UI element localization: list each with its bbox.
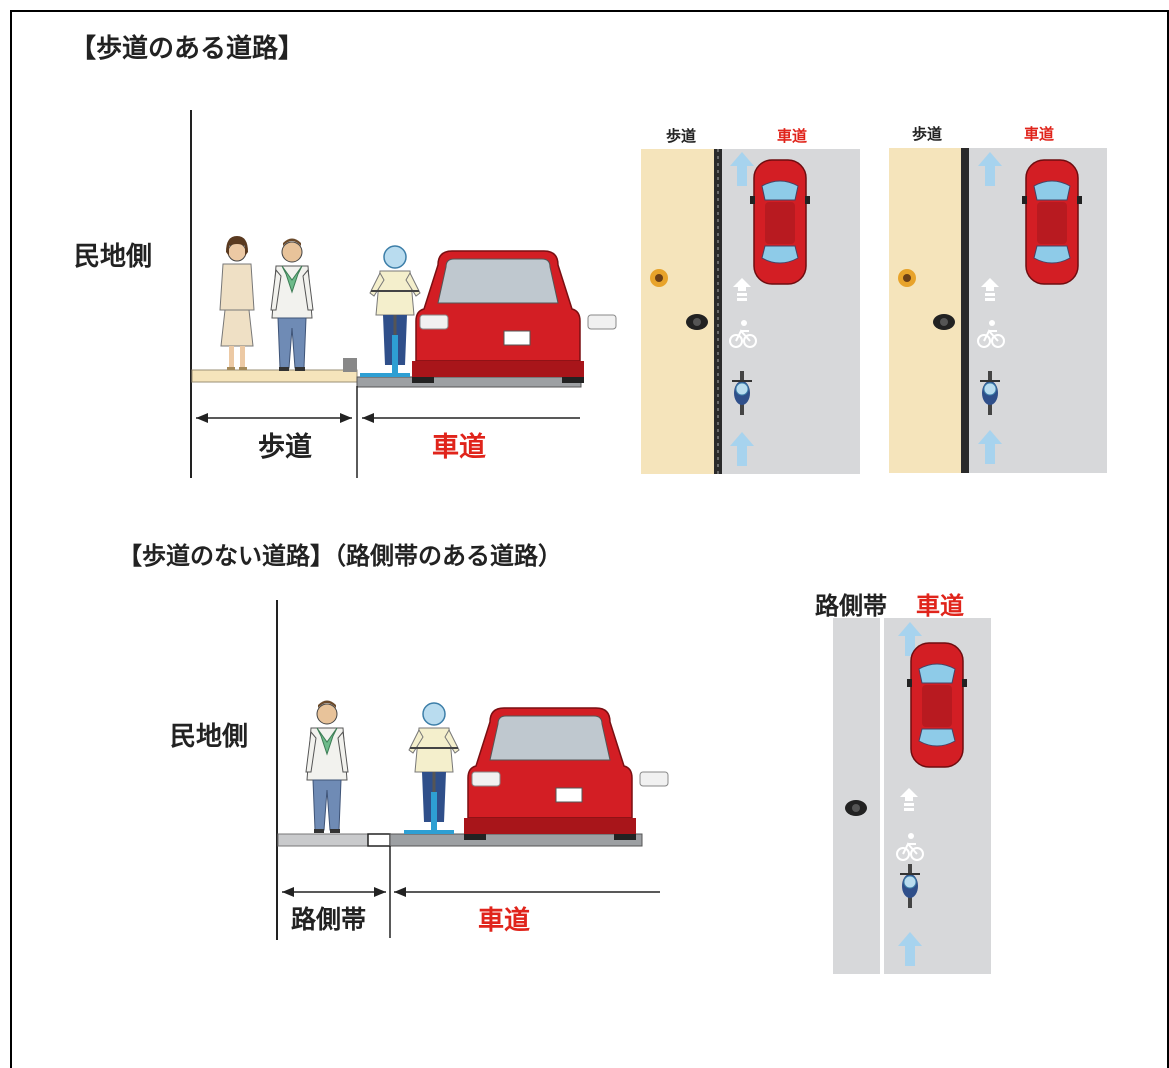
shoulder-line (880, 618, 884, 974)
plan-view-1 (641, 149, 860, 474)
plan1-roadway-label: 車道 (777, 127, 808, 145)
section1-title: 【歩道のある道路】 (70, 34, 305, 64)
plan3-shoulder-label: 路側帯 (815, 592, 887, 620)
pedestrian-top-icon (933, 314, 955, 330)
pedestrian-top-icon (845, 800, 867, 816)
cyclist-icon (368, 244, 422, 377)
pedestrian-top-icon (686, 314, 708, 330)
plan-view-3 (833, 618, 991, 974)
curb (343, 358, 357, 372)
car-top-icon (749, 159, 811, 285)
car-rear-icon (463, 707, 669, 841)
cyclist-icon (407, 701, 461, 834)
section2-title: 【歩道のない道路】（路側帯のある道路） (118, 542, 562, 570)
man-pedestrian-icon (270, 238, 314, 372)
woman-pedestrian-icon (219, 235, 255, 371)
plan1-sidewalk-label: 歩道 (666, 127, 697, 145)
figure-frame (10, 10, 1169, 1068)
private-land-side-label: 民地側 (74, 242, 153, 272)
section1-cross-section (190, 110, 617, 478)
gutter (367, 833, 391, 847)
plan-view-2 (889, 148, 1107, 473)
section2-cross-section (276, 600, 669, 940)
plan3-roadway-label: 車道 (916, 592, 964, 620)
car-top-icon (1021, 159, 1083, 285)
shoulder-dimension-label: 路側帯 (291, 905, 367, 934)
roadway-dimension-label: 車道 (432, 432, 486, 463)
roadway-dimension-label-2: 車道 (478, 906, 531, 936)
sidewalk-dimension-label: 歩道 (258, 432, 312, 463)
bike-lane-marking (360, 373, 410, 377)
roadway-surface (356, 376, 582, 388)
plan2-sidewalk-label: 歩道 (912, 125, 943, 143)
plan2-roadway-label: 車道 (1024, 125, 1055, 143)
man-pedestrian-icon (305, 700, 349, 834)
private-land-side-label-2: 民地側 (170, 722, 249, 752)
car-top-icon (906, 642, 968, 768)
sidewalk-surface (191, 369, 358, 383)
car-rear-icon (411, 250, 617, 384)
